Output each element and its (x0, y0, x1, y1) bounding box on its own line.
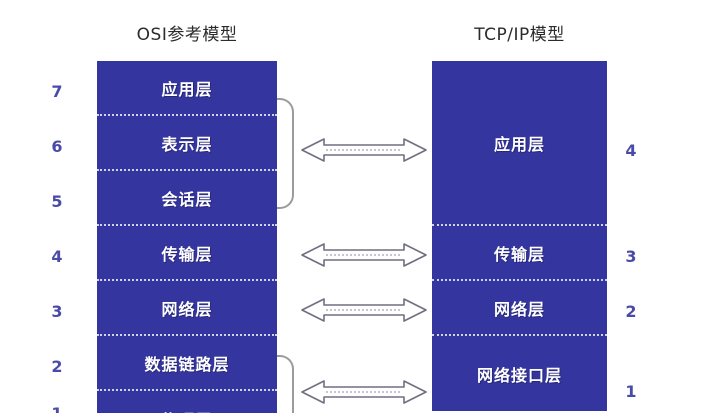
tcpip-layer-number-4: 4 (625, 141, 637, 160)
osi-layer-number-5: 5 (51, 192, 63, 211)
tcpip-layer-number-2: 2 (625, 302, 637, 321)
osi-layer-number-7: 7 (51, 82, 63, 101)
osi-layer-number-6: 6 (51, 137, 63, 156)
osi-layer-number-4: 4 (51, 247, 63, 266)
tcpip-layer-number-1: 1 (625, 382, 637, 401)
tcpip-model-title: TCP/IP模型 (474, 25, 565, 45)
osi-layer-session: 会话层 (97, 171, 277, 226)
tcpip-layer-application: 应用层 (432, 61, 607, 226)
osi-layer-transport: 传输层 (97, 226, 277, 281)
osi-layer-network: 网络层 (97, 281, 277, 336)
osi-layer-number-2: 2 (51, 357, 63, 376)
osi-layer-physical: 物理层 (97, 391, 277, 413)
transport-mapping-arrow (300, 240, 428, 270)
osi-layer-presentation: 表示层 (97, 116, 277, 171)
osi-layer-number-1: 1 (46, 404, 68, 413)
application-mapping-arrow (300, 135, 428, 165)
tcpip-layer-number-3: 3 (625, 247, 637, 266)
tcpip-layer-transport: 传输层 (432, 226, 607, 281)
osi-layer-application: 应用层 (97, 61, 277, 116)
network-mapping-arrow (300, 295, 428, 325)
osi-layer-datalink: 数据链路层 (97, 336, 277, 391)
osi-layer-number-3: 3 (51, 302, 63, 321)
osi-layer-stack: 应用层 表示层 会话层 传输层 网络层 数据链路层 物理层 (97, 61, 277, 413)
tcpip-layer-internet: 网络层 (432, 281, 607, 336)
osi-model-title: OSI参考模型 (136, 25, 238, 45)
link-mapping-arrow (300, 377, 428, 407)
tcpip-layer-network-access: 网络接口层 (432, 336, 607, 411)
tcpip-layer-stack: 应用层 传输层 网络层 网络接口层 (432, 61, 607, 411)
osi-upper-layers-bracket (277, 98, 294, 209)
osi-lower-layers-bracket (277, 355, 294, 413)
